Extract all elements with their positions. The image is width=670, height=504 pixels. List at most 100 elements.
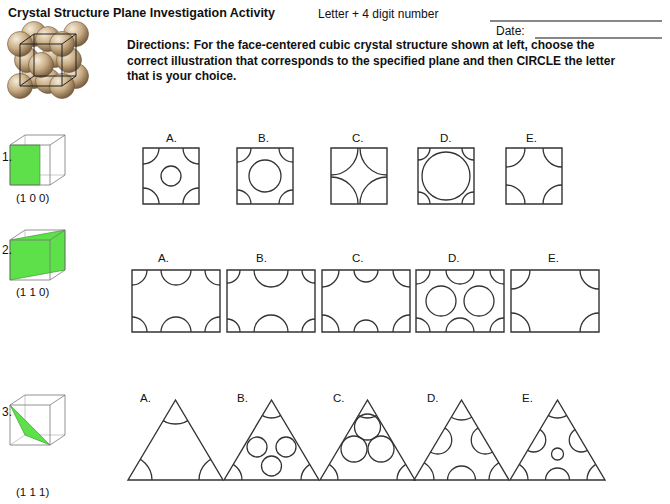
plane-option bbox=[305, 253, 427, 349]
cube-edge bbox=[20, 34, 34, 44]
cube-edge bbox=[50, 135, 65, 145]
cube-edge bbox=[62, 34, 76, 44]
choice-letter: D. bbox=[440, 132, 452, 146]
cube-edge bbox=[34, 34, 76, 35]
cube-edge bbox=[50, 405, 51, 445]
cube-edge bbox=[10, 230, 25, 240]
choice-letter: A. bbox=[166, 132, 177, 146]
cube-edge bbox=[10, 435, 25, 445]
plane-option bbox=[492, 382, 623, 498]
plane-outline bbox=[331, 148, 387, 204]
plane-fill bbox=[10, 230, 65, 280]
cube-edge bbox=[20, 76, 34, 86]
atom-outline bbox=[161, 166, 181, 186]
plane-outline bbox=[322, 270, 410, 332]
atom-outline bbox=[355, 414, 381, 440]
plane-option bbox=[223, 134, 307, 218]
plane-outline bbox=[418, 148, 474, 204]
plane-option bbox=[206, 382, 337, 498]
choice-letter: D. bbox=[448, 252, 460, 266]
directions-heading: Directions: bbox=[127, 38, 190, 52]
cube-edge bbox=[62, 76, 76, 86]
plane-outline bbox=[511, 270, 599, 332]
atom-outline bbox=[426, 286, 456, 316]
cube-edge bbox=[10, 135, 25, 145]
cube-edge bbox=[34, 34, 35, 76]
choice-letter: C. bbox=[352, 252, 364, 266]
plane-outline bbox=[237, 148, 293, 204]
plane-option bbox=[104, 376, 247, 504]
plane-outline bbox=[227, 270, 315, 332]
atom-outline bbox=[262, 456, 282, 476]
cube-edge bbox=[62, 44, 63, 86]
plane-outline bbox=[416, 270, 504, 332]
plane-outline bbox=[506, 148, 562, 204]
cube-edge bbox=[10, 240, 50, 241]
plane-option bbox=[127, 132, 215, 220]
atom-outline bbox=[247, 437, 267, 457]
cube-edge bbox=[50, 395, 65, 405]
plane-fill bbox=[10, 145, 40, 185]
atom-outline bbox=[464, 286, 494, 316]
cube-edge bbox=[20, 44, 21, 86]
choice-letter: C. bbox=[352, 132, 364, 146]
plane-outline bbox=[224, 400, 319, 480]
cube-edge bbox=[20, 86, 62, 87]
plane-outline bbox=[128, 400, 223, 480]
plane-thumbnail bbox=[10, 135, 65, 185]
plane-option bbox=[406, 136, 486, 216]
plane-thumbnail bbox=[10, 230, 65, 280]
directions-text: For the face-centered cubic crystal stru… bbox=[127, 38, 627, 85]
plane-outline bbox=[510, 400, 605, 480]
choice-letter: E. bbox=[526, 132, 537, 146]
question-number: 2. bbox=[2, 243, 12, 257]
plane-thumbnail bbox=[10, 395, 65, 445]
atom-outline bbox=[276, 437, 296, 457]
choice-letter: D. bbox=[427, 392, 439, 406]
field-label: Date: bbox=[496, 24, 525, 38]
cube-edge bbox=[65, 395, 66, 435]
answer-line bbox=[490, 21, 662, 22]
field-label: Letter + 4 digit number bbox=[318, 7, 438, 21]
choice-letter: E. bbox=[522, 392, 533, 406]
fcc-cube bbox=[8, 22, 89, 99]
plane-index: (1 0 0) bbox=[16, 192, 49, 206]
atom-outline bbox=[249, 160, 281, 192]
atom bbox=[29, 53, 54, 78]
cube-edge bbox=[10, 405, 50, 406]
plane-option bbox=[117, 255, 235, 347]
cube-edge bbox=[10, 185, 50, 186]
plane-index: (1 1 0) bbox=[16, 286, 49, 300]
cube-edge bbox=[65, 230, 66, 270]
atom-outline bbox=[552, 448, 564, 460]
atom-outline bbox=[422, 152, 470, 200]
cube-edge bbox=[10, 395, 25, 405]
cube-edge bbox=[50, 230, 65, 240]
plane-outline bbox=[143, 148, 199, 204]
cube-edge bbox=[50, 175, 65, 185]
question-number: 3. bbox=[2, 405, 12, 419]
question-number: 1. bbox=[2, 150, 12, 164]
choice-letter: A. bbox=[140, 392, 151, 406]
plane-outline bbox=[414, 400, 509, 480]
cube-edge bbox=[10, 445, 50, 446]
choice-letter: B. bbox=[256, 252, 267, 266]
plane-option bbox=[394, 380, 529, 500]
plane-option bbox=[214, 253, 328, 349]
cube-edge bbox=[34, 76, 76, 77]
choice-letter: B. bbox=[237, 392, 248, 406]
cube-edge bbox=[20, 44, 62, 45]
plane-option bbox=[304, 121, 414, 231]
cube-edge bbox=[10, 145, 50, 146]
choice-letter: B. bbox=[258, 132, 269, 146]
plane-index: (1 1 1) bbox=[16, 486, 49, 500]
choice-letter: C. bbox=[333, 392, 345, 406]
cube-edge bbox=[50, 435, 65, 445]
cube-edge bbox=[65, 135, 66, 175]
cube-edge bbox=[25, 135, 65, 136]
cube-edge bbox=[10, 280, 50, 281]
cube-edge bbox=[50, 145, 51, 185]
plane-option bbox=[487, 129, 581, 223]
